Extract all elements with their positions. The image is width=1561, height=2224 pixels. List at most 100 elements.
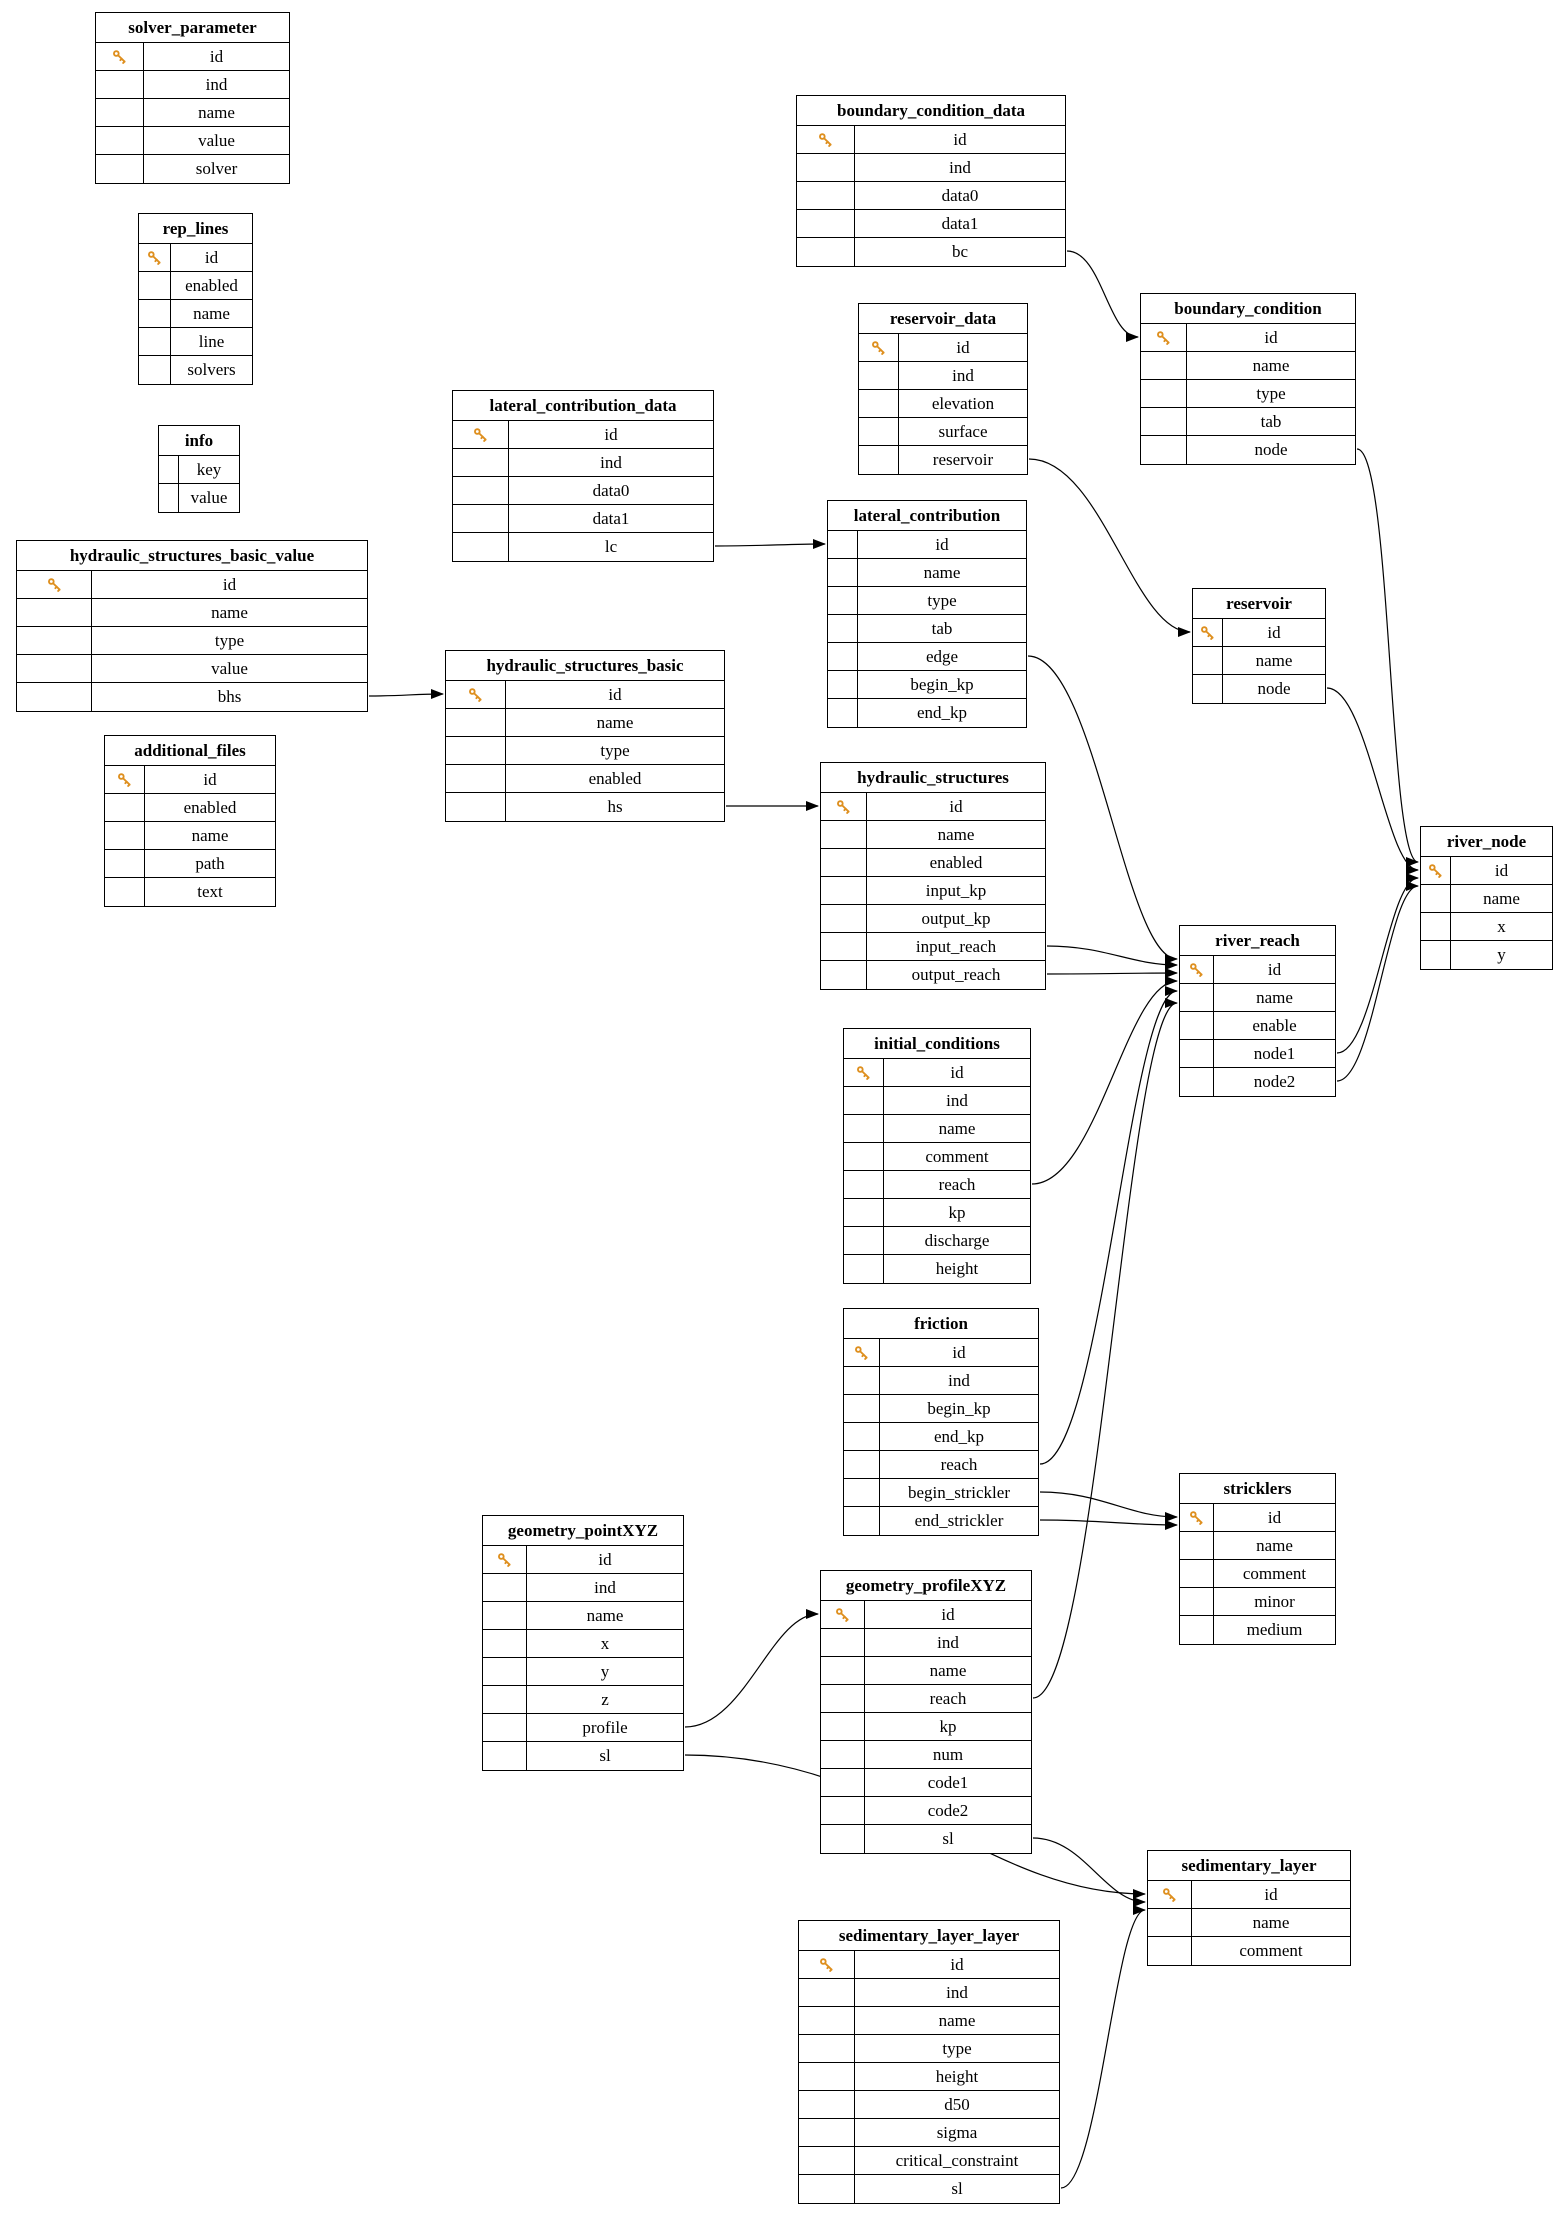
field-row: id: [821, 1601, 1031, 1629]
primary-key-cell: [821, 793, 867, 820]
field-name: name: [938, 1119, 976, 1138]
key-cell-empty: [859, 362, 899, 389]
field-name: reach: [940, 1455, 978, 1474]
key-cell-empty: [483, 1574, 527, 1601]
field-row: reach: [844, 1451, 1038, 1479]
field-name: id: [1267, 1508, 1282, 1527]
field-name: enabled: [588, 769, 642, 788]
relation-edge-friction-begin_strickler: [1039, 1491, 1178, 1522]
field-row: height: [844, 1255, 1030, 1283]
field-row: id: [799, 1951, 1059, 1979]
table-title: river_reach: [1180, 926, 1335, 956]
field-name: id: [956, 338, 970, 357]
relation-edge-friction-end_strickler: [1039, 1519, 1178, 1530]
table-title: boundary_condition_data: [797, 96, 1065, 126]
field-row: ind: [453, 449, 713, 477]
key-cell-empty: [844, 1115, 884, 1142]
primary-key-icon: [1429, 864, 1442, 878]
field-name: d50: [944, 2095, 970, 2114]
key-cell-empty: [859, 446, 899, 474]
table-title: geometry_pointXYZ: [483, 1516, 683, 1546]
field-row: name: [821, 1657, 1031, 1685]
key-cell-empty: [799, 2091, 855, 2118]
key-cell-empty: [483, 1686, 527, 1713]
key-cell-empty: [1421, 885, 1451, 912]
field-name: critical_constraint: [895, 2151, 1019, 2170]
field-name: id: [604, 425, 618, 444]
key-cell-empty: [1193, 675, 1223, 703]
field-name: solvers: [187, 360, 236, 379]
relation-edge-hydraulic_structures-input_reach: [1046, 945, 1178, 970]
key-cell-empty: [139, 356, 171, 384]
field-name: data1: [941, 214, 979, 233]
primary-key-icon: [113, 50, 126, 64]
key-cell-empty: [821, 1741, 865, 1768]
field-name: sigma: [936, 2123, 978, 2142]
primary-key-icon: [498, 1553, 511, 1567]
field-row: type: [1141, 380, 1355, 408]
key-cell-empty: [446, 709, 506, 736]
key-cell-empty: [821, 961, 867, 989]
key-cell-empty: [859, 418, 899, 445]
field-name: id: [953, 130, 967, 149]
field-row: enabled: [139, 272, 252, 300]
key-cell-empty: [1180, 1040, 1214, 1067]
field-name: id: [203, 770, 217, 789]
field-row: begin_strickler: [844, 1479, 1038, 1507]
key-cell-empty: [799, 2007, 855, 2034]
field-row: id: [828, 531, 1026, 559]
key-cell-empty: [105, 794, 145, 821]
field-row: data1: [453, 505, 713, 533]
relation-edge-hydraulic_structures_basic_value-bhs: [368, 689, 444, 700]
field-name: name: [938, 2011, 976, 2030]
field-row: code2: [821, 1797, 1031, 1825]
key-cell-empty: [96, 99, 144, 126]
key-cell-empty: [453, 505, 509, 532]
field-name: text: [197, 882, 223, 901]
field-name: kp: [939, 1717, 957, 1736]
primary-key-cell: [446, 681, 506, 708]
field-name: code1: [927, 1773, 969, 1792]
key-cell-empty: [1141, 380, 1187, 407]
field-name: sl: [942, 1829, 954, 1848]
field-row: ind: [799, 1979, 1059, 2007]
field-name: ind: [948, 1371, 970, 1390]
relation-edge-reservoir-node: [1326, 687, 1419, 875]
key-cell-empty: [159, 456, 179, 483]
field-name: node2: [1253, 1072, 1296, 1091]
field-name: id: [950, 1063, 964, 1082]
field-name: id: [1264, 1885, 1278, 1904]
field-row: ind: [844, 1087, 1030, 1115]
key-cell-empty: [483, 1742, 527, 1770]
field-name: node: [1257, 679, 1291, 698]
field-row: id: [96, 43, 289, 71]
key-cell-empty: [844, 1423, 880, 1450]
field-name: name: [211, 603, 248, 622]
table-title: initial_conditions: [844, 1029, 1030, 1059]
key-cell-empty: [105, 822, 145, 849]
key-cell-empty: [1180, 1588, 1214, 1615]
field-row: name: [799, 2007, 1059, 2035]
field-row: name: [17, 599, 367, 627]
field-name: tab: [1260, 412, 1282, 431]
field-row: y: [483, 1658, 683, 1686]
field-row: num: [821, 1741, 1031, 1769]
field-name: reservoir: [932, 450, 994, 469]
field-name: name: [596, 713, 634, 732]
primary-key-cell: [859, 334, 899, 361]
field-row: id: [105, 766, 275, 794]
key-cell-empty: [105, 878, 145, 906]
field-name: node: [1254, 440, 1288, 459]
field-row: lc: [453, 533, 713, 561]
field-row: id: [1148, 1881, 1350, 1909]
key-cell-empty: [828, 587, 858, 614]
field-name: name: [193, 304, 230, 323]
key-cell-empty: [821, 1769, 865, 1796]
key-cell-empty: [446, 737, 506, 764]
field-name: path: [195, 854, 225, 873]
field-row: node1: [1180, 1040, 1335, 1068]
